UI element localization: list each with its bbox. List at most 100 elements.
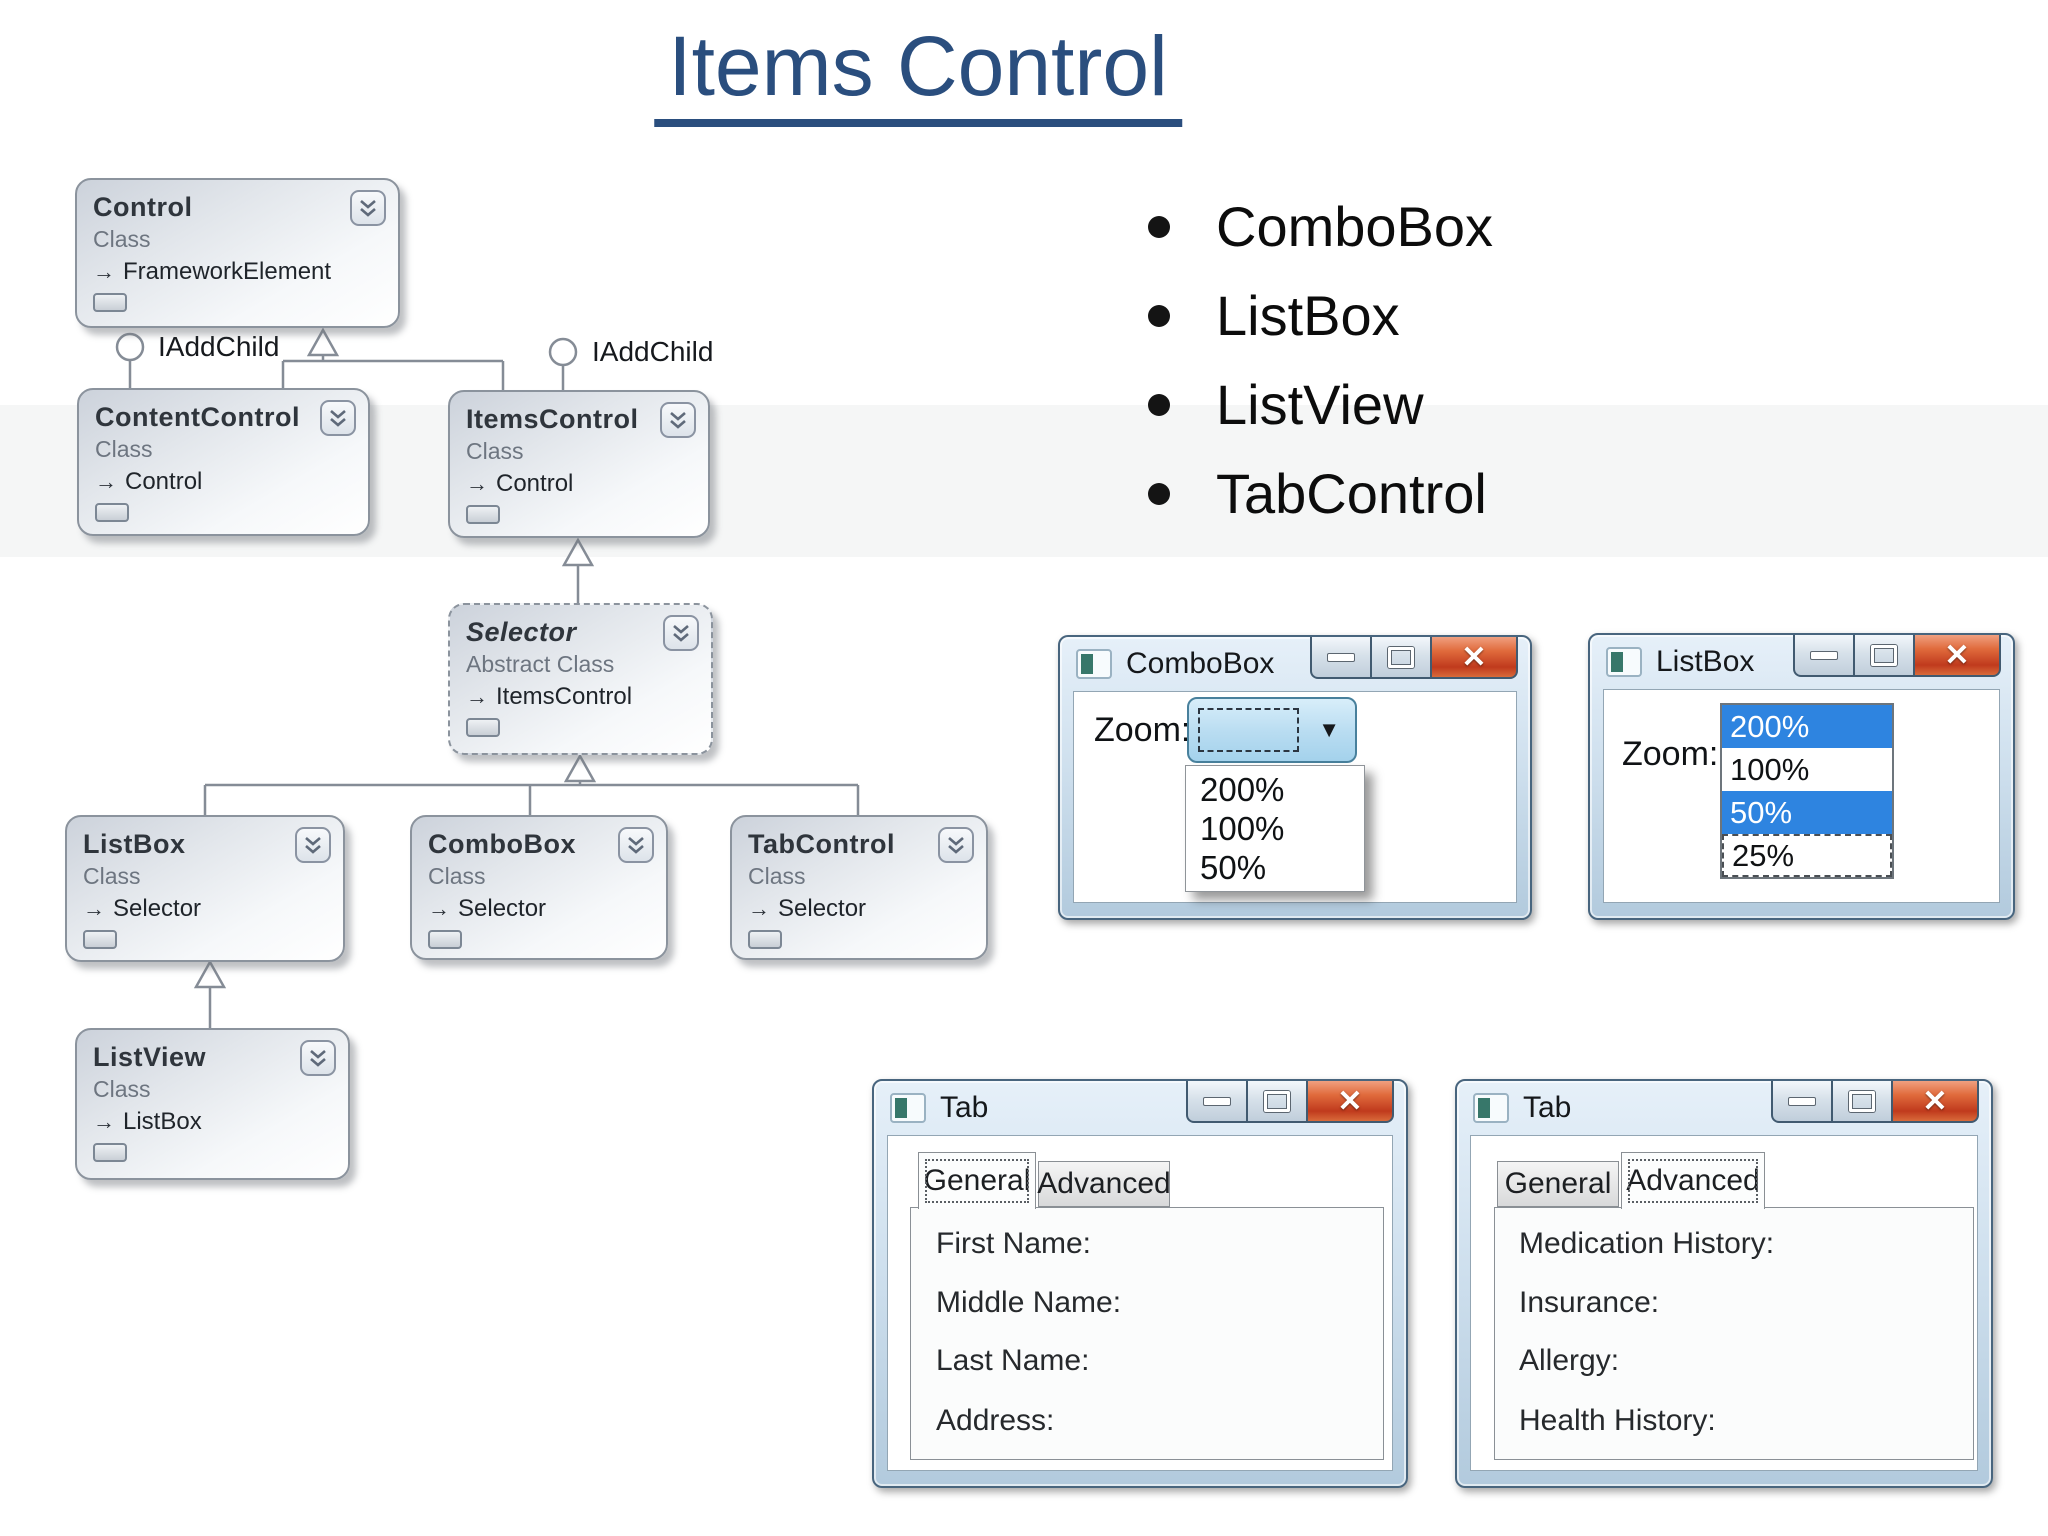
field-label: Allergy: — [1519, 1344, 1620, 1377]
dropdown-item[interactable]: 100% — [1200, 810, 1285, 847]
class-name: ListBox — [83, 829, 186, 859]
listbox-item-selected[interactable]: 200% — [1722, 705, 1892, 748]
focus-rectangle — [1198, 708, 1299, 752]
collapse-chevron-icon[interactable] — [618, 827, 654, 863]
tab-label: General — [923, 1164, 1031, 1197]
members-icon — [466, 718, 500, 737]
tab-general[interactable]: General — [1497, 1161, 1619, 1207]
inherits-arrow-icon: → — [95, 469, 117, 494]
close-button[interactable]: ✕ — [1430, 637, 1518, 679]
bullet-label: ComboBox — [1216, 195, 1494, 258]
close-icon: ✕ — [1922, 1084, 1948, 1118]
class-kind: Abstract Class — [466, 651, 615, 677]
interface-label: IAddChild — [158, 331, 280, 362]
maximize-button[interactable] — [1246, 1081, 1308, 1123]
class-box-selector: Selector Abstract Class →ItemsControl — [448, 603, 713, 755]
inherits-arrow-icon: → — [466, 684, 488, 709]
class-box-listview: ListView Class →ListBox — [75, 1028, 350, 1180]
caption-buttons: ✕ — [1793, 635, 2001, 677]
list-item: ListView — [1148, 376, 1493, 434]
caption-buttons: ✕ — [1186, 1081, 1394, 1123]
class-kind: Class — [93, 1076, 151, 1102]
listbox-item-selected[interactable]: 50% — [1722, 791, 1892, 834]
title-bar[interactable]: Tab — [1457, 1081, 1991, 1135]
maximize-icon — [1264, 1090, 1290, 1112]
close-button[interactable]: ✕ — [1306, 1081, 1394, 1123]
listbox-window: ListBox ✕ Zoom: 200% 100% 50% 25% — [1588, 633, 2015, 920]
members-icon — [748, 930, 782, 949]
tab-advanced[interactable]: Advanced — [1037, 1161, 1171, 1207]
collapse-chevron-icon[interactable] — [663, 615, 699, 651]
window-title: Tab — [1523, 1091, 1572, 1124]
zoom-listbox[interactable]: 200% 100% 50% 25% — [1720, 703, 1894, 879]
title-bar[interactable]: Tab — [874, 1081, 1406, 1135]
bullet-icon — [1148, 394, 1170, 416]
base-class: Selector — [113, 895, 202, 922]
members-icon — [93, 1143, 127, 1162]
inherits-arrow-icon: → — [93, 259, 115, 284]
close-icon: ✕ — [1944, 638, 1970, 672]
minimize-button[interactable] — [1771, 1081, 1833, 1123]
bullet-list: ComboBox ListBox ListView TabControl — [1148, 198, 1493, 523]
class-kind: Class — [83, 863, 141, 889]
tab-window-general: Tab ✕ General Advanced First Name: Middl… — [872, 1079, 1408, 1488]
collapse-chevron-icon[interactable] — [320, 400, 356, 436]
collapse-chevron-icon[interactable] — [300, 1040, 336, 1076]
bullet-icon — [1148, 216, 1170, 238]
maximize-button[interactable] — [1370, 637, 1432, 679]
collapse-chevron-icon[interactable] — [295, 827, 331, 863]
tab-advanced[interactable]: Advanced — [1621, 1152, 1765, 1209]
tab-content-panel — [910, 1207, 1384, 1460]
list-item: TabControl — [1148, 465, 1493, 523]
base-class: Control — [125, 468, 203, 495]
inherits-arrow-icon: → — [93, 1109, 115, 1134]
class-box-itemscontrol: ItemsControl Class →Control — [448, 390, 710, 538]
collapse-chevron-icon[interactable] — [350, 190, 386, 226]
base-class: Selector — [778, 895, 867, 922]
dropdown-item[interactable]: 200% — [1200, 771, 1285, 808]
minimize-button[interactable] — [1793, 635, 1855, 677]
members-icon — [83, 930, 117, 949]
bullet-label: TabControl — [1216, 462, 1487, 525]
collapse-chevron-icon[interactable] — [660, 402, 696, 438]
class-kind: Class — [93, 226, 151, 252]
bullet-label: ListView — [1216, 373, 1424, 436]
inherits-arrow-icon: → — [83, 896, 105, 921]
title-bar[interactable]: ComboBox — [1060, 637, 1530, 691]
listbox-item-focused[interactable]: 25% — [1722, 834, 1892, 877]
dropdown-item[interactable]: 50% — [1200, 849, 1267, 886]
class-box-listbox: ListBox Class → Selector — [65, 815, 345, 962]
class-kind: Class — [428, 863, 486, 889]
interface-label: IAddChild — [592, 336, 714, 367]
members-icon — [95, 503, 129, 522]
combobox-dropdown: 200% 100% 50% — [1185, 765, 1365, 892]
combobox-window: ComboBox ✕ Zoom: ▼ 200% 100% 50% — [1058, 635, 1532, 920]
close-button[interactable]: ✕ — [1913, 635, 2001, 677]
tab-label: Advanced — [1626, 1164, 1760, 1197]
zoom-combobox[interactable]: ▼ — [1187, 697, 1357, 763]
class-box-tabcontrol: TabControl Class →Selector — [730, 815, 988, 960]
class-name: ContentControl — [95, 402, 300, 432]
maximize-button[interactable] — [1853, 635, 1915, 677]
close-button[interactable]: ✕ — [1891, 1081, 1979, 1123]
minimize-icon — [1810, 650, 1838, 660]
minimize-button[interactable] — [1186, 1081, 1248, 1123]
field-label: Insurance: — [1519, 1286, 1660, 1319]
listbox-item[interactable]: 100% — [1730, 752, 1810, 787]
class-box-contentcontrol: ContentControl Class →Control — [77, 388, 370, 536]
app-icon — [1606, 647, 1642, 677]
field-label: Medication History: — [1519, 1227, 1775, 1260]
list-item: ListBox — [1148, 287, 1493, 345]
maximize-button[interactable] — [1831, 1081, 1893, 1123]
minimize-icon — [1203, 1096, 1231, 1106]
title-bar[interactable]: ListBox — [1590, 635, 2013, 689]
close-icon: ✕ — [1337, 1084, 1363, 1118]
collapse-chevron-icon[interactable] — [938, 827, 974, 863]
caption-buttons: ✕ — [1310, 637, 1518, 679]
class-name: ListView — [93, 1042, 207, 1072]
base-class: Selector — [458, 895, 547, 922]
tab-general[interactable]: General — [918, 1152, 1036, 1209]
minimize-button[interactable] — [1310, 637, 1372, 679]
class-kind: Class — [748, 863, 806, 889]
